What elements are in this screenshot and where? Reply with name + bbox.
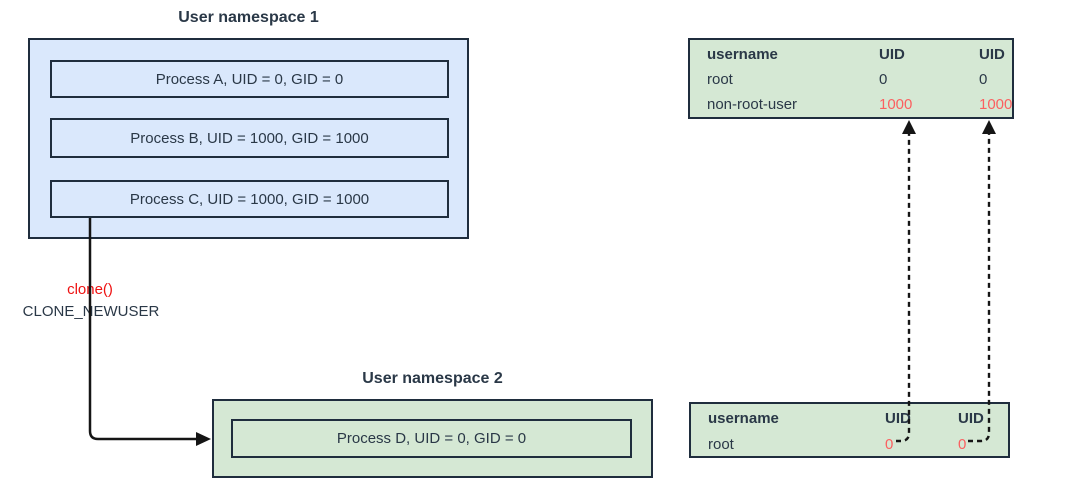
uid-map-parent-row-nonroot: non-root-user 1000 1000 [690, 92, 1012, 117]
uid-mapping-arrow-2-line [968, 134, 991, 443]
cell-uid-2-highlight: 0 [958, 435, 967, 453]
cell-uid-2-highlight: 1000 [979, 96, 1013, 113]
header-uid-2: UID [958, 409, 984, 427]
header-username: username [708, 409, 779, 427]
uid-mapping-arrow-2-head-icon [982, 120, 996, 134]
clone-call-label: clone() [67, 281, 113, 298]
namespace1-title: User namespace 1 [178, 9, 319, 26]
cell-uid-1-highlight: 1000 [879, 96, 913, 113]
clone-arrow-line [88, 218, 197, 441]
header-username: username [707, 46, 778, 63]
uid-mapping-arrow-1-line [896, 134, 911, 443]
cell-username: root [708, 435, 734, 453]
uid-map-child-header-row: username UID UID [691, 405, 1008, 431]
cell-uid-1: 0 [879, 71, 888, 88]
header-uid-2: UID [979, 46, 1005, 63]
process-d-box: Process D, UID = 0, GID = 0 [231, 419, 632, 458]
uid-map-parent-header-row: username UID UID [690, 42, 1012, 67]
namespace2-title: User namespace 2 [362, 370, 503, 387]
process-c-box: Process C, UID = 1000, GID = 1000 [50, 180, 449, 218]
header-uid-1: UID [885, 409, 911, 427]
uid-map-parent-row-root: root 0 0 [690, 67, 1012, 92]
cell-username: non-root-user [707, 96, 798, 113]
cell-uid-1-highlight: 0 [885, 435, 894, 453]
clone-newuser-flag-label: CLONE_NEWUSER [22, 303, 160, 320]
uid-mapping-arrow-1-head-icon [902, 120, 916, 134]
uid-map-table-parent: username UID UID root 0 0 non-root-user … [688, 38, 1014, 119]
process-a-box: Process A, UID = 0, GID = 0 [50, 60, 449, 98]
uid-map-child-row-root: root 0 0 [691, 431, 1008, 457]
uid-map-table-child: username UID UID root 0 0 [689, 402, 1010, 458]
clone-arrow-head-icon [196, 432, 211, 446]
cell-username: root [707, 71, 733, 88]
header-uid-1: UID [879, 46, 905, 63]
cell-uid-2: 0 [979, 71, 988, 88]
process-b-box: Process B, UID = 1000, GID = 1000 [50, 118, 449, 158]
